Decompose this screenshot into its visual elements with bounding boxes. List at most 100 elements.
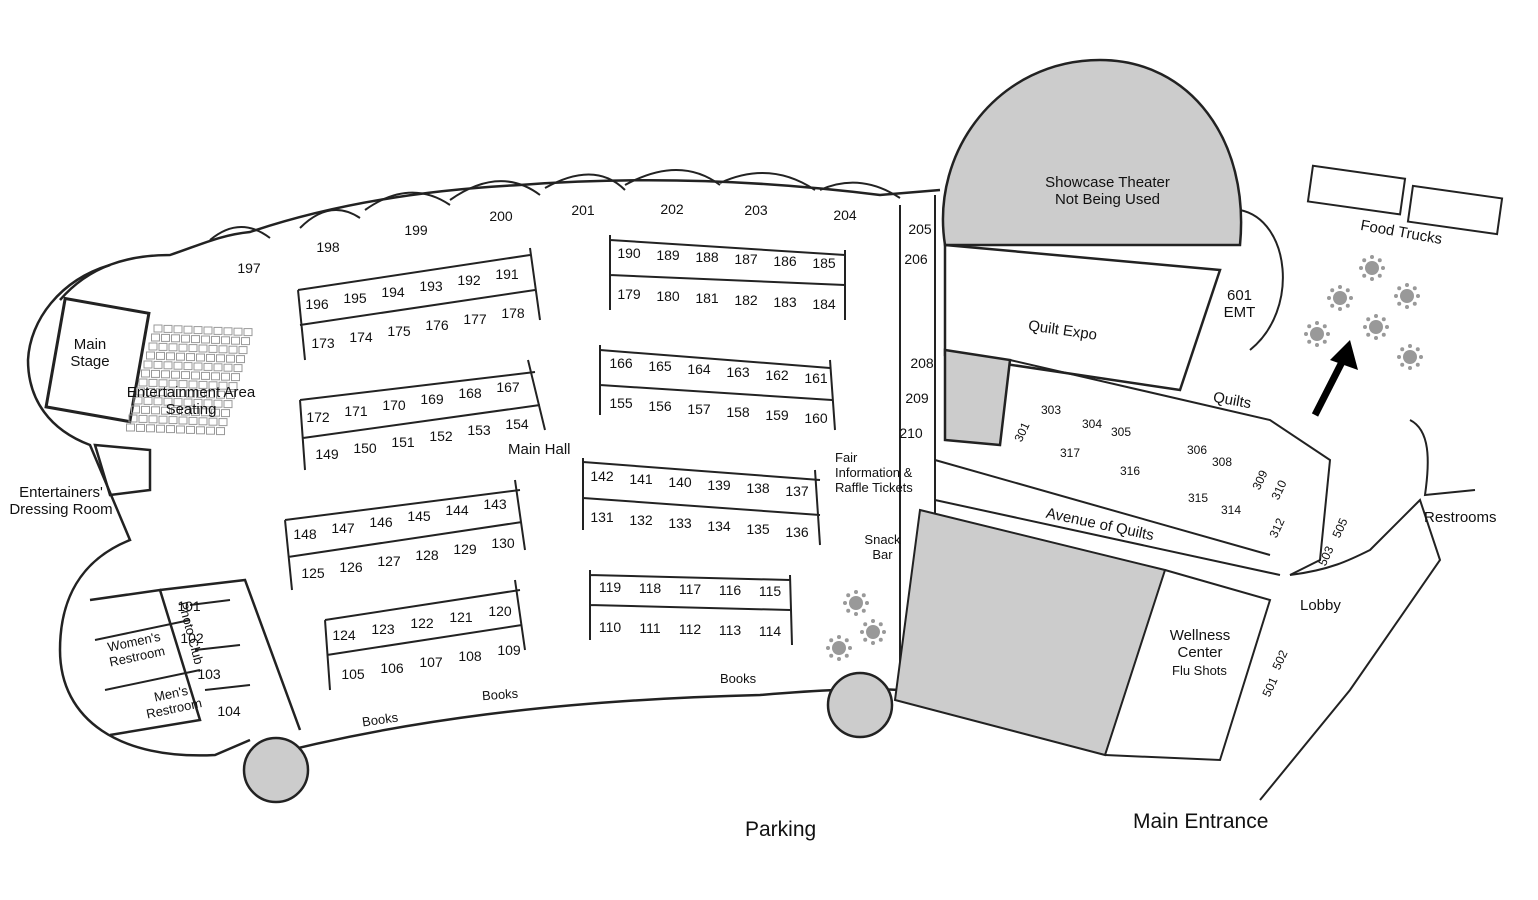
seat	[223, 400, 233, 409]
booth-210: 210	[899, 425, 923, 441]
seat	[221, 409, 230, 418]
seat	[213, 363, 223, 372]
booth-195: 195	[343, 290, 367, 306]
seat	[151, 406, 160, 415]
seat	[201, 335, 210, 344]
booth-181: 181	[695, 290, 719, 306]
booth-101: 101	[177, 598, 201, 614]
booth-189: 189	[656, 247, 680, 263]
table-icon	[1304, 321, 1330, 347]
seat	[128, 414, 138, 423]
seat	[193, 362, 203, 371]
booth-156: 156	[648, 398, 672, 414]
seat	[196, 426, 205, 435]
booth-129: 129	[453, 541, 477, 557]
seat	[161, 333, 170, 342]
booth-132: 132	[629, 512, 653, 528]
seat	[163, 361, 173, 370]
seat	[153, 360, 163, 369]
seat	[171, 334, 180, 343]
seat	[136, 387, 145, 396]
direction-arrow-icon	[1311, 340, 1358, 417]
table-icon	[1327, 285, 1353, 311]
booth-103: 103	[197, 666, 221, 682]
booth-138: 138	[746, 480, 770, 496]
booth-204: 204	[833, 207, 857, 223]
books-label-2: Books	[481, 685, 519, 704]
seat	[241, 337, 250, 346]
booth-180: 180	[656, 288, 680, 304]
booth-149: 149	[315, 446, 339, 462]
seat	[226, 391, 235, 400]
seat	[201, 371, 210, 380]
booth-305: 305	[1110, 425, 1132, 439]
booth-124: 124	[332, 627, 356, 643]
seat	[173, 398, 183, 407]
seat	[131, 405, 140, 414]
booth-147: 147	[331, 520, 355, 536]
booth-148: 148	[293, 526, 317, 542]
booth-177: 177	[463, 311, 487, 327]
seat	[211, 372, 220, 381]
seat	[168, 343, 178, 352]
booth-146: 146	[369, 514, 393, 530]
booth-196: 196	[305, 296, 329, 312]
booth-158: 158	[726, 404, 750, 420]
booth-104: 104	[217, 703, 241, 719]
seat	[223, 327, 233, 336]
building-outline	[26, 58, 1504, 804]
seat	[186, 389, 195, 398]
booth-171: 171	[344, 403, 368, 419]
seat	[211, 408, 220, 417]
seat	[183, 362, 193, 371]
booth-168: 168	[458, 385, 482, 401]
seat	[193, 326, 203, 335]
seat	[161, 406, 170, 415]
booth-306: 306	[1186, 443, 1208, 457]
seat	[156, 351, 165, 360]
booth-137: 137	[785, 483, 809, 499]
seat	[178, 380, 188, 389]
booth-198: 198	[316, 239, 340, 255]
seat	[238, 346, 248, 355]
seat	[236, 355, 245, 364]
booth-117: 117	[678, 581, 702, 597]
seat	[183, 398, 193, 407]
booth-123: 123	[371, 621, 395, 637]
booth-191: 191	[495, 266, 519, 282]
booth-118: 118	[638, 580, 662, 596]
booth-192: 192	[457, 272, 481, 288]
booth-110: 110	[598, 619, 622, 635]
seat	[203, 362, 213, 371]
table-icon	[1363, 314, 1389, 340]
seat	[213, 399, 223, 408]
seat	[196, 353, 205, 362]
seat	[208, 381, 218, 390]
seat	[221, 372, 230, 381]
booth-125: 125	[301, 565, 325, 581]
booth-182: 182	[734, 292, 758, 308]
booth-144: 144	[445, 502, 469, 518]
seat	[143, 360, 153, 369]
seat	[203, 399, 213, 408]
booth-316: 316	[1119, 464, 1141, 478]
seat	[191, 371, 200, 380]
seat	[163, 397, 173, 406]
seat	[186, 353, 195, 362]
booth-119: 119	[598, 579, 622, 595]
booth-111: 111	[639, 620, 661, 636]
seat	[136, 423, 145, 432]
booth-159: 159	[765, 407, 789, 423]
booth-308: 308	[1211, 455, 1233, 469]
seat	[206, 390, 215, 399]
seat	[216, 390, 225, 399]
booth-176: 176	[425, 317, 449, 333]
seat	[141, 369, 150, 378]
booth-183: 183	[773, 294, 797, 310]
booth-115: 115	[758, 583, 782, 599]
flu-shots-label: Flu Shots	[1172, 663, 1227, 678]
